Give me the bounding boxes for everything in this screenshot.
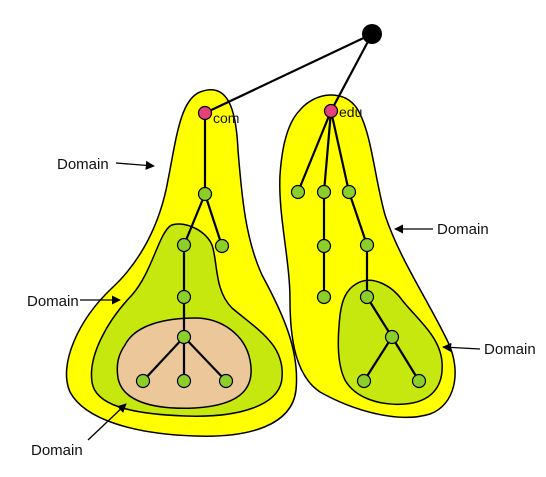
tree-node bbox=[176, 289, 192, 305]
edu-node bbox=[323, 103, 339, 119]
com-label: com bbox=[213, 110, 239, 126]
tree-node bbox=[359, 237, 375, 253]
tree-node bbox=[176, 329, 192, 345]
tree-node bbox=[359, 289, 375, 305]
tree-nodes bbox=[135, 184, 427, 389]
tree-node bbox=[176, 373, 192, 389]
domain-label-edu-middle: Domain bbox=[484, 341, 536, 358]
tree-node bbox=[176, 237, 192, 253]
com-node bbox=[197, 105, 213, 121]
domain-label-com-middle: Domain bbox=[27, 293, 79, 310]
domain-label-com-inner: Domain bbox=[31, 442, 83, 459]
tree-node bbox=[218, 373, 234, 389]
domain-label-edu-outer: Domain bbox=[437, 221, 489, 238]
edu-label: edu bbox=[339, 104, 362, 120]
tree-node bbox=[356, 373, 372, 389]
tree-node bbox=[411, 373, 427, 389]
tree-node bbox=[316, 184, 332, 200]
domain-arrows bbox=[80, 160, 481, 441]
tree-node bbox=[197, 186, 213, 202]
tree-node bbox=[316, 238, 332, 254]
tree-node bbox=[135, 373, 151, 389]
tree-node bbox=[214, 238, 230, 254]
root-node bbox=[362, 24, 382, 44]
tree-node bbox=[341, 184, 357, 200]
tree-node bbox=[316, 289, 332, 305]
tree-node bbox=[384, 329, 400, 345]
domain-label-com-outer: Domain bbox=[57, 156, 109, 173]
tree-node bbox=[290, 184, 306, 200]
tree-edges bbox=[142, 33, 420, 382]
